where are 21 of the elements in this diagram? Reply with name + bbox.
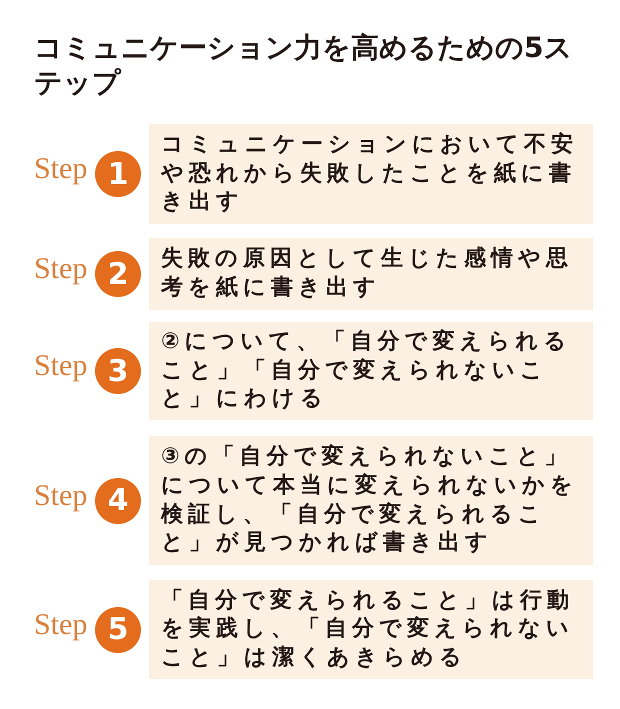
step-text: コミュニケーションにおいて不安や恐れから失敗したことを紙に書き出す <box>161 131 579 216</box>
step-box <box>149 238 593 310</box>
number-badge: 5 <box>95 606 141 652</box>
step-box <box>149 436 593 565</box>
title: コミュニケーション力を高めるための5ステップ <box>34 30 574 100</box>
number-badge: 4 <box>95 478 141 524</box>
step-text: ②について、「自分で変えられること」「自分で変えられないこと」にわける <box>161 328 573 414</box>
step-box <box>149 580 593 679</box>
step-box <box>149 322 593 420</box>
step-label: Step <box>34 152 88 186</box>
step-text: 「自分で変えられること」は行動を実践し、「自分で変えられないこと」は潔くあきらめる <box>161 586 575 672</box>
step-box <box>149 124 593 224</box>
step-label: Step <box>34 349 88 383</box>
step-text: ③の「自分で変えられないこと」について本当に変えられないかを検証し、「自分で変えられること」が見つかれば書き出す <box>161 443 579 558</box>
number-badge: 1 <box>95 151 141 197</box>
number-badge: 3 <box>95 348 141 394</box>
step-text: 失敗の原因として生じた感情や思考を紙に書き出す <box>161 245 574 302</box>
step-label: Step <box>34 252 88 286</box>
step-label: Step <box>34 478 88 512</box>
step-label: Step <box>34 608 88 642</box>
number-badge: 2 <box>95 251 141 297</box>
